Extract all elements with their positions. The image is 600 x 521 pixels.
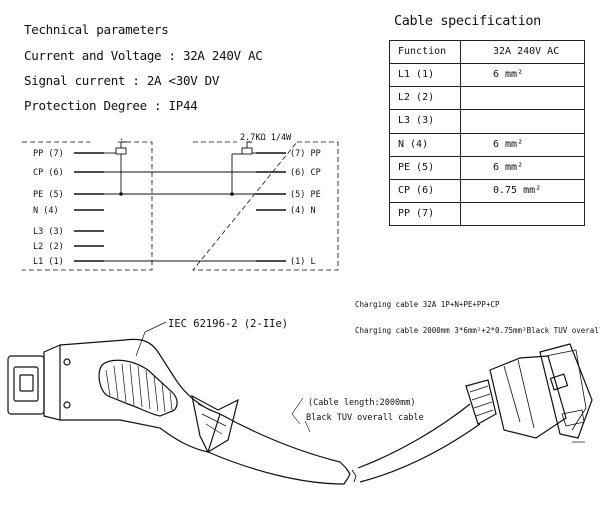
pin-label: PE (5) [33, 190, 64, 200]
junction-dots [119, 192, 234, 196]
table-row: L3 (3) [389, 109, 585, 134]
function-cell: L3 (3) [389, 109, 461, 134]
current-voltage-text: Current and Voltage : 32A 240V AC [24, 48, 263, 63]
table-row: CP (6) 0.75 mm² [389, 178, 585, 203]
function-cell: L2 (2) [389, 86, 461, 111]
pin-label: (7) PP [290, 149, 321, 159]
pin-label: (5) PE [290, 190, 321, 200]
function-cell: PP (7) [389, 201, 461, 227]
protection-degree-text: Protection Degree : IP44 [24, 98, 198, 113]
pin-label: L1 (1) [33, 257, 64, 267]
signal-current-text: Signal current : 2A <30V DV [24, 73, 220, 88]
pin-label: N (4) [33, 206, 59, 216]
technical-parameters-title: Technical parameters [24, 22, 169, 37]
cable-length-leader [291, 397, 311, 433]
table-row: PP (7) [389, 201, 585, 227]
connector-side-wiring-box [192, 141, 339, 271]
left-pin-stubs [74, 152, 104, 262]
right-pin-stubs [256, 152, 286, 262]
header-function: Function [389, 39, 461, 65]
value-cell [460, 109, 585, 134]
cable-specification-table: Function 32A 240V AC L1 (1) 6 mm² L2 (2)… [389, 39, 585, 227]
cable-note-2: Charging cable 2000mm 3*6mm²+2*0.75mm²Bl… [355, 326, 600, 335]
cable-type-label: Black TUV overall cable [306, 413, 424, 423]
through-wires [104, 171, 256, 262]
cable-note-1: Charging cable 32A 1P+N+PE+PP+CP [355, 300, 500, 309]
cable-length-label: (Cable length:2000mm) [308, 398, 415, 408]
resistor-mark: . [119, 133, 124, 143]
pin-label: (1) L [290, 257, 316, 267]
pin-label: (4) N [290, 206, 316, 216]
value-cell: 0.75 mm² [460, 178, 585, 203]
connector-standard-label: IEC 62196-2 (2-IIe) [168, 318, 288, 330]
pin-label: PP (7) [33, 149, 64, 159]
pin-label: L3 (3) [33, 227, 64, 237]
pin-label: L2 (2) [33, 242, 64, 252]
resistor-label: 2.7KΩ 1/4W [240, 133, 292, 143]
connector-leader-line [135, 321, 167, 357]
function-cell: PE (5) [389, 155, 461, 180]
value-cell [460, 201, 585, 227]
resistor-symbols [104, 141, 256, 194]
socket-end-drawing [465, 343, 593, 443]
vehicle-plug-drawing [7, 338, 239, 453]
charging-cable-drawing [207, 403, 481, 485]
pin-label: (6) CP [290, 168, 321, 178]
table-row: L1 (1) 6 mm² [389, 63, 585, 88]
pin-label: CP (6) [33, 168, 64, 178]
vehicle-side-wiring-box [22, 141, 153, 271]
cable-specification-title: Cable specification [394, 13, 541, 29]
